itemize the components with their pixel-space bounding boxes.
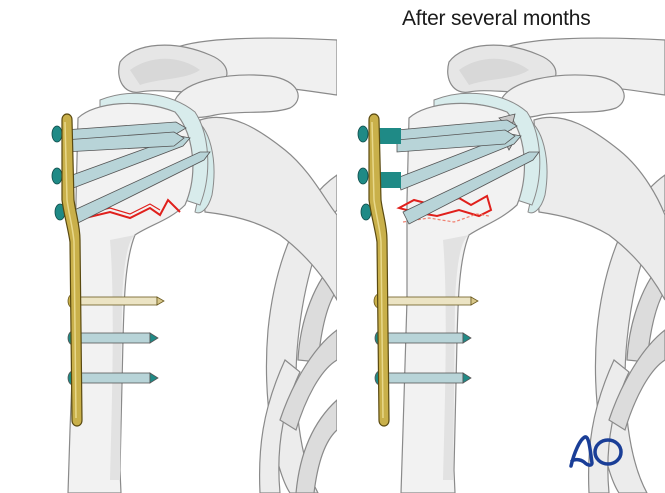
shoulder-anatomy-drawing-followup <box>357 37 665 493</box>
illustration-initial-fixation <box>51 37 337 493</box>
ao-logo-icon <box>569 435 623 468</box>
locking-screws <box>63 121 211 225</box>
ribs <box>258 174 337 493</box>
screw-heads <box>51 125 66 221</box>
shoulder-anatomy-drawing <box>51 37 337 493</box>
ribs <box>587 174 665 493</box>
illustration-after-several-months <box>339 0 665 493</box>
panel-caption: After several months <box>402 7 591 30</box>
